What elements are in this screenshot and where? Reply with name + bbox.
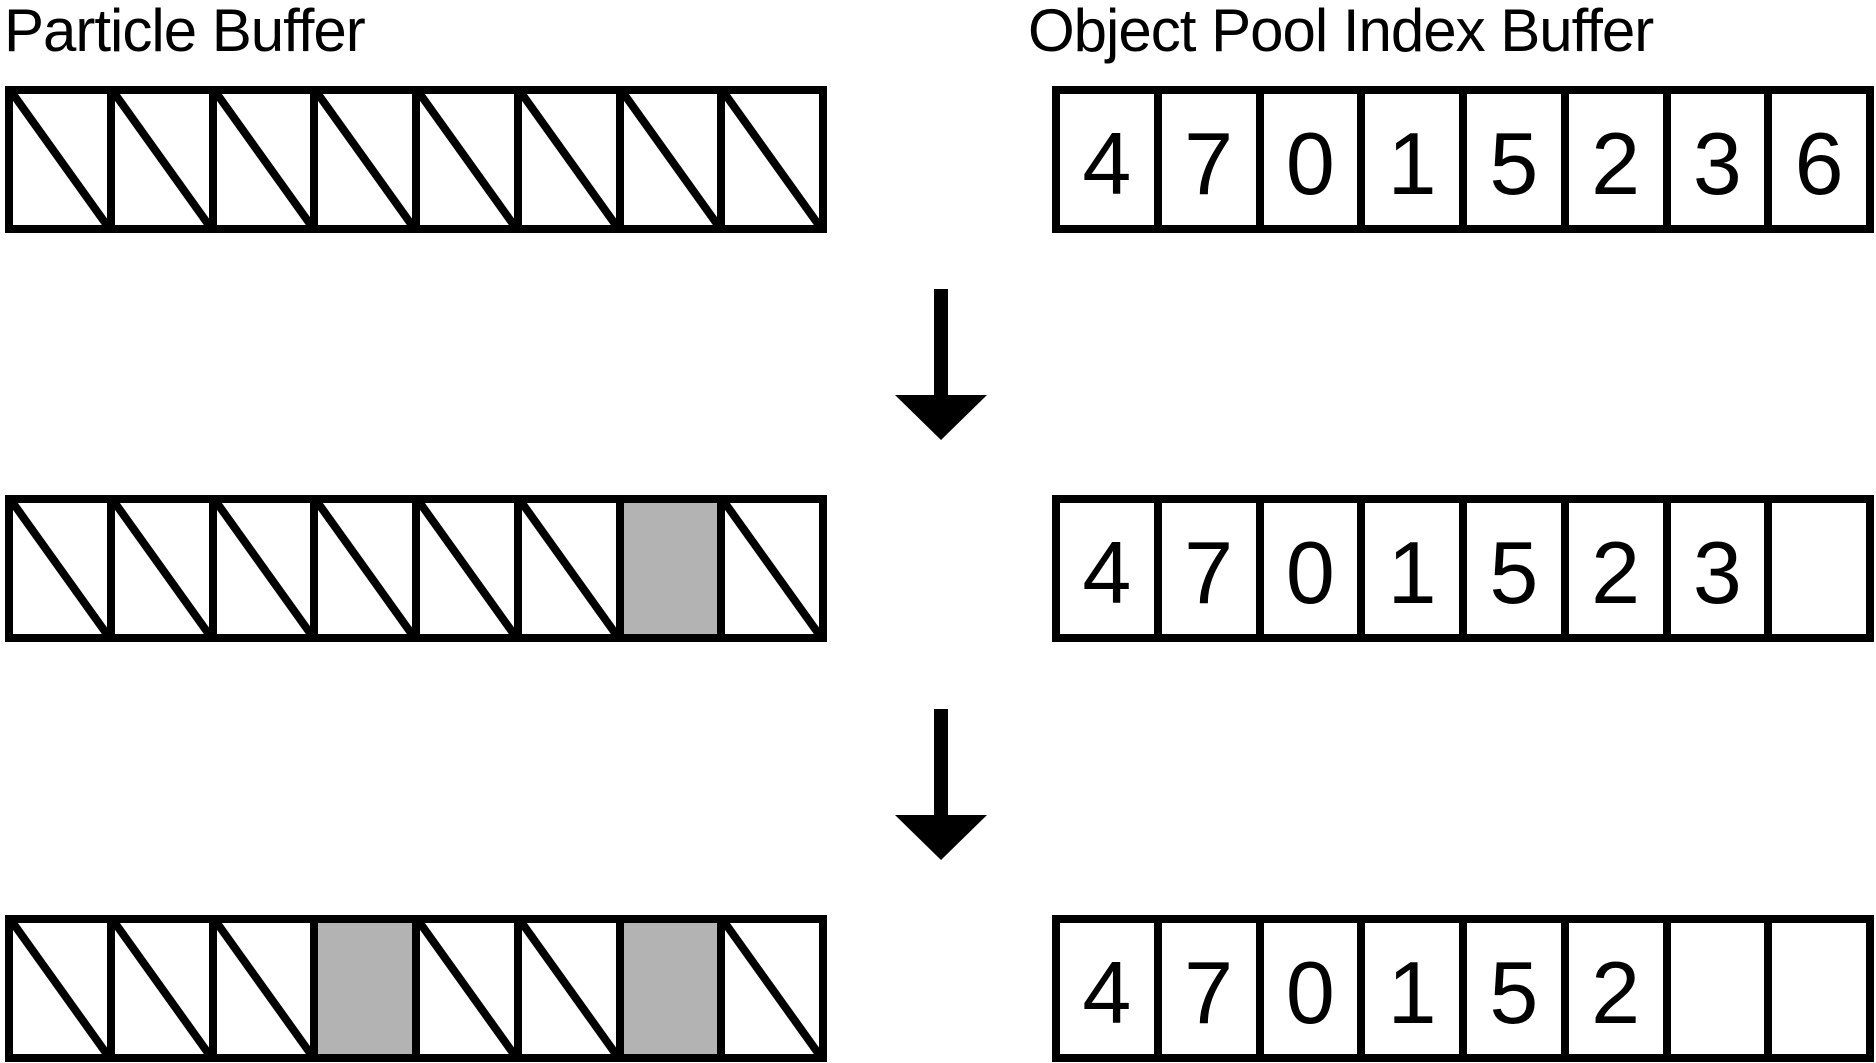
particle-cell-slash: [115, 503, 217, 634]
index-cell: 5: [1467, 923, 1569, 1054]
particle-cell-slash: [318, 94, 420, 225]
particle-cell-slash: [420, 923, 522, 1054]
particle-cell-slash: [420, 503, 522, 634]
particle-cell-slash: [725, 923, 819, 1054]
particle-buffer-label: Particle Buffer: [4, 0, 366, 64]
index-cell: 4: [1060, 503, 1162, 634]
index-cell: 2: [1569, 503, 1671, 634]
index-cell-empty: [1671, 923, 1773, 1054]
particle-cell-slash: [725, 503, 819, 634]
down-arrow-head: [895, 395, 987, 440]
index-cell: 1: [1365, 923, 1467, 1054]
index-cell: 2: [1569, 923, 1671, 1054]
particle-cell-gray: [623, 923, 726, 1054]
object-pool-index-buffer-label: Object Pool Index Buffer: [1028, 0, 1654, 64]
index-cell: 6: [1794, 113, 1844, 213]
particle-cell-slash: [217, 503, 319, 634]
down-arrow-shaft: [934, 289, 948, 395]
particle-buffer-step-3: [5, 915, 827, 1062]
down-arrow-icon: [895, 289, 987, 440]
particle-cell-slash: [217, 923, 319, 1054]
down-arrow-icon: [895, 709, 987, 860]
particle-cell-slash: [217, 94, 319, 225]
particle-cell-slash: [624, 94, 726, 225]
index-cell: 1: [1365, 94, 1467, 225]
index-cell: 2: [1569, 94, 1671, 225]
particle-cell-gray: [623, 503, 726, 634]
index-cell: 5: [1467, 94, 1569, 225]
particle-cell-slash: [13, 94, 115, 225]
down-arrow-shaft: [934, 709, 948, 815]
particle-cell-slash: [725, 94, 819, 225]
particle-cell-slash: [522, 94, 624, 225]
index-cell: 1: [1365, 503, 1467, 634]
particle-cell-gray: [318, 923, 420, 1054]
particle-cell-slash: [522, 923, 624, 1054]
particle-cell-slash: [13, 923, 115, 1054]
index-cell: 4: [1060, 94, 1162, 225]
particle-cell-slash: [115, 94, 217, 225]
index-cell: 3: [1671, 503, 1773, 634]
particle-buffer-step-1: [5, 86, 827, 233]
index-cell: 0: [1264, 923, 1366, 1054]
index-cell: 3: [1671, 94, 1773, 225]
index-cell: 4: [1060, 923, 1162, 1054]
particle-cell-slash: [420, 94, 522, 225]
index-cell-empty: [1772, 503, 1866, 634]
down-arrow-head: [895, 815, 987, 860]
index-cell: 5: [1467, 503, 1569, 634]
particle-buffer-step-2: [5, 495, 827, 642]
index-cell: 0: [1264, 503, 1366, 634]
particle-cell-slash: [13, 503, 115, 634]
index-cell: 7: [1162, 503, 1264, 634]
index-cell: 7: [1162, 94, 1264, 225]
index-cell-empty: [1772, 923, 1866, 1054]
index-cell: 0: [1264, 94, 1366, 225]
particle-cell-slash: [522, 503, 624, 634]
particle-cell-slash: [318, 503, 420, 634]
particle-cell-slash: [115, 923, 217, 1054]
index-cell: 7: [1162, 923, 1264, 1054]
